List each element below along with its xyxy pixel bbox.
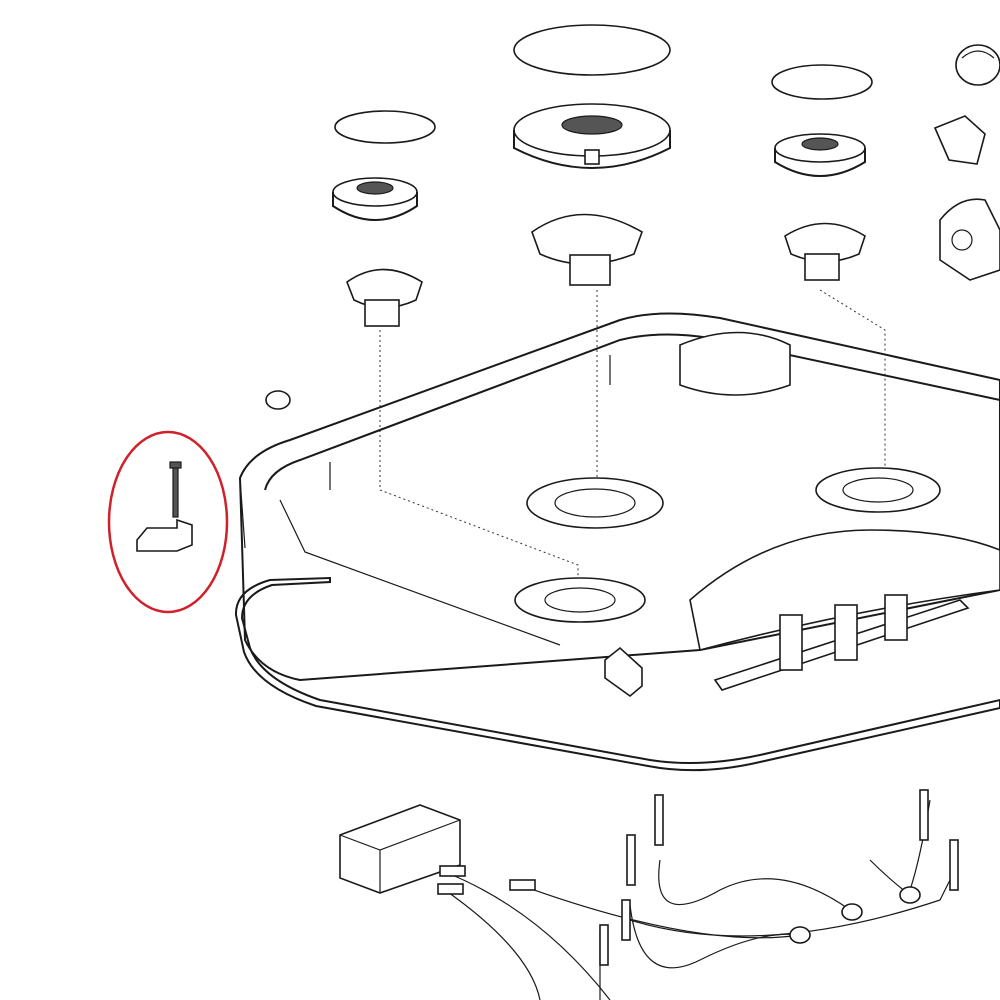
- large-injector-housing[interactable]: [531, 213, 643, 286]
- large-burner-head[interactable]: [513, 103, 671, 169]
- right-burner-head[interactable]: [774, 133, 866, 177]
- thermocouple-clip[interactable]: [604, 646, 643, 698]
- left-burner-head[interactable]: [332, 177, 418, 221]
- screw[interactable]: [172, 464, 179, 518]
- right-injector-housing[interactable]: [784, 222, 866, 281]
- small-burner-cap-left[interactable]: [334, 110, 436, 144]
- ignition-wiring-harness[interactable]: [437, 789, 959, 1000]
- spark-generator[interactable]: [339, 804, 461, 894]
- clamp-bracket-with-screw[interactable]: [136, 461, 193, 552]
- hob-tray[interactable]: [238, 312, 1000, 682]
- highlight-circle: [107, 430, 229, 614]
- tray-gasket[interactable]: [234, 576, 1000, 772]
- left-injector-housing[interactable]: [346, 268, 423, 327]
- gas-valve[interactable]: [939, 198, 1000, 281]
- valve-bracket[interactable]: [933, 115, 986, 165]
- clamp-bracket[interactable]: [136, 518, 193, 552]
- rubber-plug[interactable]: [265, 390, 291, 410]
- alignment-line: [379, 330, 579, 600]
- large-burner-cap[interactable]: [513, 24, 671, 76]
- control-knob[interactable]: [955, 44, 1000, 86]
- alignment-line: [819, 289, 886, 478]
- electrode-rail[interactable]: [713, 594, 970, 691]
- small-burner-cap-right[interactable]: [771, 64, 873, 100]
